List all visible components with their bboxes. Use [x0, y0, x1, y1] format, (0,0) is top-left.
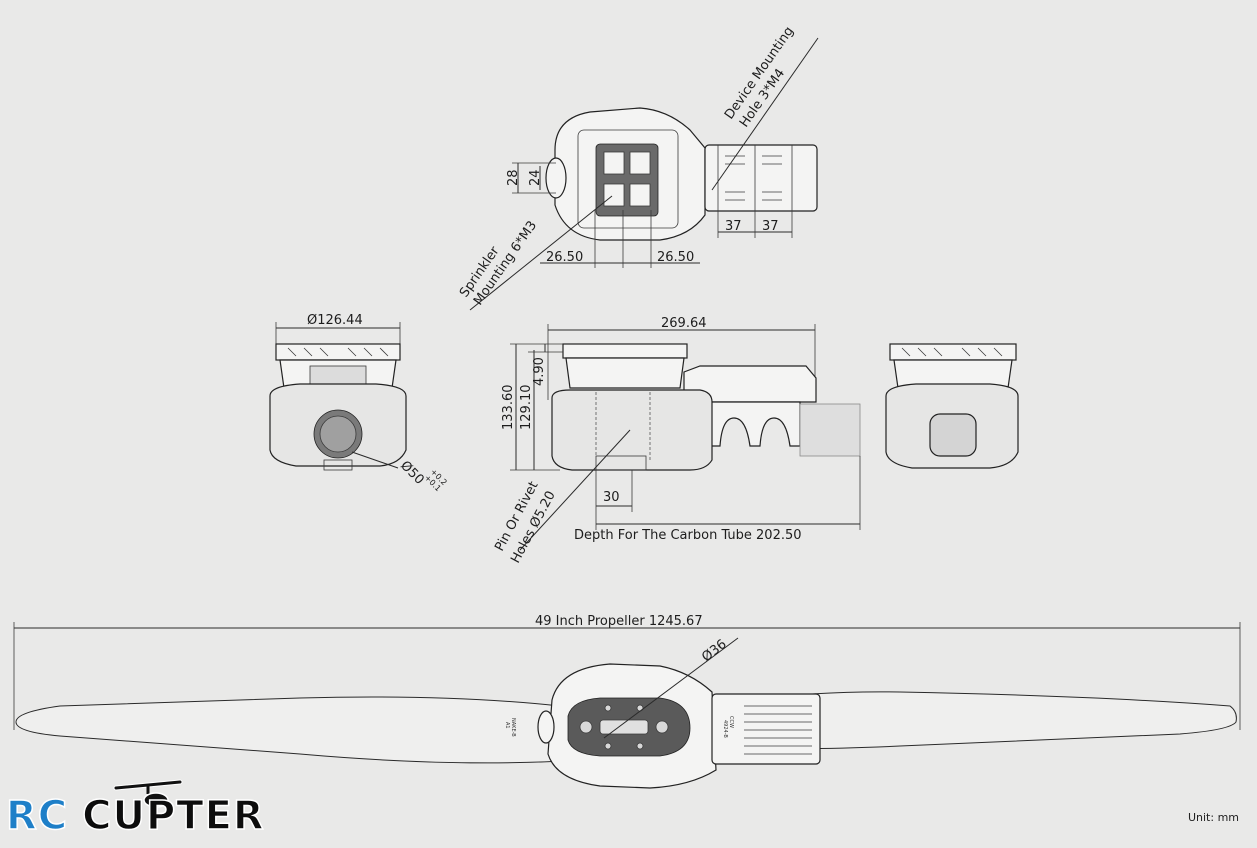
logo-rc: RC — [5, 793, 69, 839]
svg-text:A1: A1 — [504, 722, 510, 729]
label-propeller: 49 Inch Propeller 1245.67 — [535, 614, 703, 629]
label-dia126: Ø126.44 — [307, 313, 363, 328]
svg-text:CCW: CCW — [728, 716, 734, 728]
label-d26-right: 26.50 — [657, 250, 694, 265]
logo-text: RC CUPTER — [5, 793, 265, 839]
svg-text:NAKE-B: NAKE-B — [510, 718, 516, 737]
logo-copter: CUPTER — [81, 793, 265, 839]
front-view-left — [269, 322, 407, 471]
label-dia36: Ø36 — [699, 637, 729, 665]
back-view-right — [885, 343, 1019, 469]
label-h13360: 133.60 — [501, 385, 516, 431]
label-d24: 24 — [528, 169, 543, 186]
top-view — [469, 37, 819, 311]
label-len269: 269.64 — [661, 316, 707, 331]
propeller-view: NAKE-B A1 CCW 4924-B — [13, 622, 1241, 789]
rc-copter-logo: RC CUPTER — [5, 776, 316, 839]
label-d30: 30 — [603, 490, 620, 505]
label-h490: 4.90 — [532, 357, 547, 386]
unit-label: Unit: mm — [1187, 811, 1239, 824]
label-dia50: Ø50 — [397, 458, 427, 488]
label-d37-left: 37 — [725, 219, 742, 234]
label-d37-right: 37 — [762, 219, 779, 234]
side-view — [510, 324, 861, 551]
label-h12910: 129.10 — [519, 385, 534, 431]
label-carbon-depth: Depth For The Carbon Tube 202.50 — [574, 528, 802, 543]
helicopter-icon — [113, 779, 183, 808]
svg-text:4924-B: 4924-B — [722, 720, 728, 738]
label-d26-left: 26.50 — [546, 250, 583, 265]
label-d28: 28 — [506, 169, 521, 186]
